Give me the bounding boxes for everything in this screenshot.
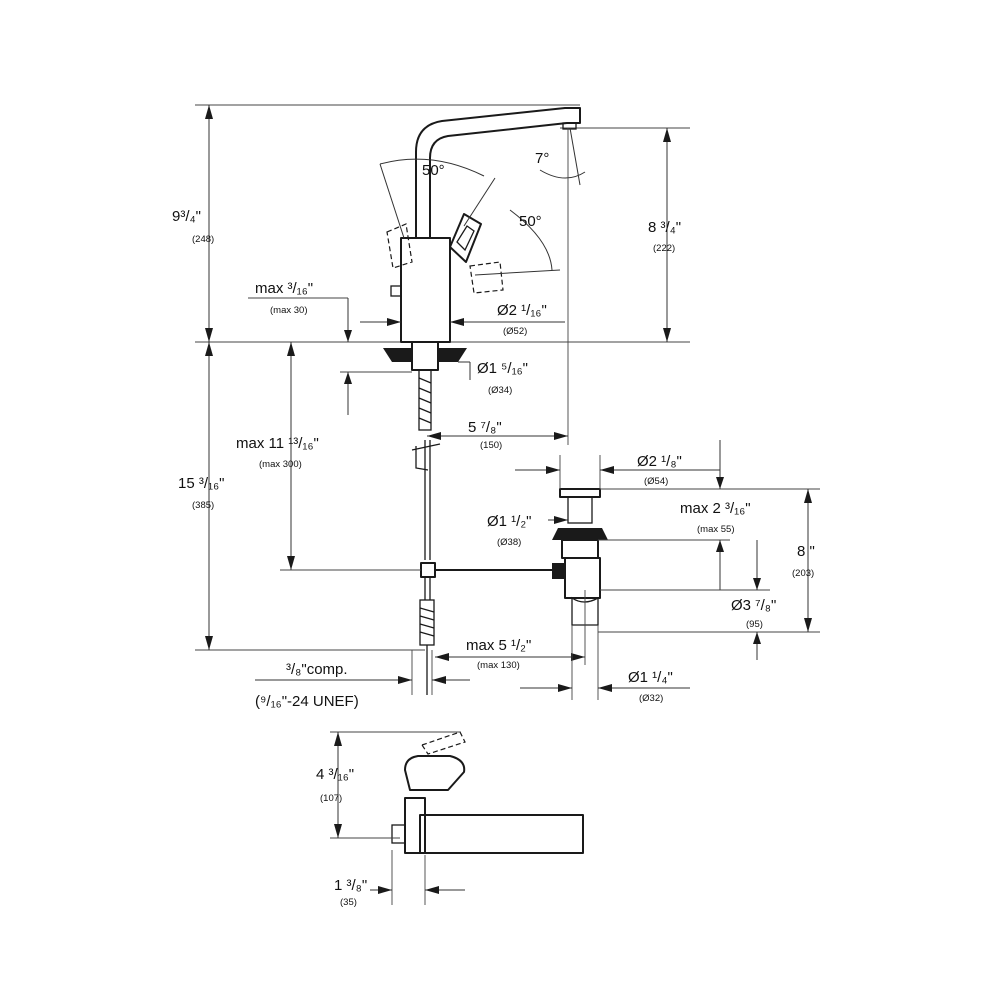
tailpiece-offset-metric: (95) bbox=[746, 619, 763, 630]
hole-diameter-label: Ø1 ⁵/₁₆" bbox=[477, 360, 528, 377]
arc-7 bbox=[539, 169, 586, 179]
supply-conn-thread: (⁹/₁₆"-24 UNEF) bbox=[255, 693, 359, 710]
drain-flange-metric: (Ø54) bbox=[644, 476, 668, 487]
side-body bbox=[404, 797, 426, 854]
under-deck-metric: (385) bbox=[192, 500, 214, 511]
hole-diameter-metric: (Ø34) bbox=[488, 385, 512, 396]
drain-max-metric: (max 55) bbox=[697, 524, 734, 535]
tailpiece-dia-label: Ø1 ¹/₄" bbox=[628, 669, 673, 686]
spout-reach-metric: (150) bbox=[480, 440, 502, 451]
mount-shank bbox=[411, 341, 439, 371]
rod-reach-label: max 5 ¹/₂" bbox=[466, 637, 531, 654]
side-knob bbox=[391, 824, 406, 844]
body-diameter-metric: (Ø52) bbox=[503, 326, 527, 337]
mount-washer-right bbox=[438, 348, 467, 362]
total-height-label: 9³/₄" bbox=[172, 208, 201, 225]
spout-reach-label: 5 ⁷/₈" bbox=[468, 419, 502, 436]
arc-50-top bbox=[379, 158, 485, 177]
side-height-label: 4 ³/₁₆" bbox=[316, 766, 354, 783]
side-offset-metric: (35) bbox=[340, 897, 357, 908]
arc-leg-b bbox=[463, 177, 496, 227]
faucet-elevation bbox=[195, 104, 690, 695]
spout-height-label: 8 ³/₄" bbox=[648, 219, 681, 236]
side-offset-label: 1 ³/₈" bbox=[334, 877, 367, 894]
drain-assembly bbox=[552, 488, 608, 626]
lever-inner bbox=[456, 225, 475, 252]
side-view bbox=[330, 731, 584, 905]
lever-ghost-left bbox=[386, 223, 413, 269]
rod-reach-metric: (max 130) bbox=[477, 660, 520, 671]
side-lever bbox=[404, 755, 466, 791]
total-height-metric: (248) bbox=[192, 234, 214, 245]
faucet-body bbox=[400, 237, 451, 343]
arc-50-side bbox=[509, 209, 553, 271]
tilt-leg bbox=[569, 127, 581, 186]
drain-body-upper bbox=[561, 539, 599, 559]
drain-height-metric: (203) bbox=[792, 568, 814, 579]
rod-clip bbox=[411, 443, 441, 471]
popup-knob bbox=[390, 285, 402, 297]
body-diameter-label: Ø2 ¹/₁₆" bbox=[497, 302, 547, 319]
drain-nut bbox=[552, 528, 608, 540]
spout bbox=[415, 107, 581, 239]
rod-length-metric: (max 300) bbox=[259, 459, 302, 470]
tailpiece-dia-metric: (Ø32) bbox=[639, 693, 663, 704]
lever-angle-top-label: 50° bbox=[422, 162, 445, 179]
lever-ghost-down bbox=[469, 261, 504, 294]
lever bbox=[449, 213, 482, 263]
thread-marks bbox=[418, 377, 432, 424]
arc-leg-c bbox=[474, 269, 561, 276]
drain-body-metric: (Ø38) bbox=[497, 537, 521, 548]
deck-thickness-label: max ³/₁₆" bbox=[255, 280, 313, 297]
spout-tilt-label: 7° bbox=[535, 150, 549, 167]
coupling-threads bbox=[419, 607, 435, 637]
pivot-nut bbox=[552, 563, 564, 579]
dimension-labels: 9³/₄" (248) 8 ³/₄" (222) 50° 50° 7° max … bbox=[172, 150, 815, 908]
aerator bbox=[562, 122, 577, 130]
drain-neck bbox=[567, 496, 593, 524]
drain-flange-label: Ø2 ¹/₈" bbox=[637, 453, 682, 470]
side-lever-ghost bbox=[421, 731, 466, 755]
drain-body bbox=[564, 557, 601, 599]
drain-flange bbox=[559, 488, 601, 498]
under-deck-label: 15 ³/₁₆" bbox=[178, 475, 224, 492]
drain-body-label: Ø1 ¹/₂" bbox=[487, 513, 532, 530]
mount-washer-left bbox=[383, 348, 412, 362]
drain-max-label: max 2 ³/₁₆" bbox=[680, 500, 751, 517]
side-height-metric: (107) bbox=[320, 793, 342, 804]
rod-connector bbox=[420, 562, 436, 578]
drain-height-label: 8 " bbox=[797, 543, 815, 560]
spout-height-metric: (222) bbox=[653, 243, 675, 254]
supply-coupling bbox=[419, 599, 435, 646]
dimension-lines bbox=[195, 105, 820, 894]
rod-length-label: max 11 ¹³/₁₆" bbox=[236, 435, 319, 452]
threaded-rod bbox=[418, 369, 432, 431]
lever-angle-side-label: 50° bbox=[519, 213, 542, 230]
side-spout bbox=[419, 814, 584, 854]
arc-leg-a bbox=[379, 163, 405, 239]
deck-thickness-metric: (max 30) bbox=[270, 305, 307, 316]
tailpiece-offset-label: Ø3 ⁷/₈" bbox=[731, 597, 776, 614]
supply-conn-label: ³/₈"comp. bbox=[286, 661, 348, 678]
tailpiece bbox=[571, 596, 599, 626]
